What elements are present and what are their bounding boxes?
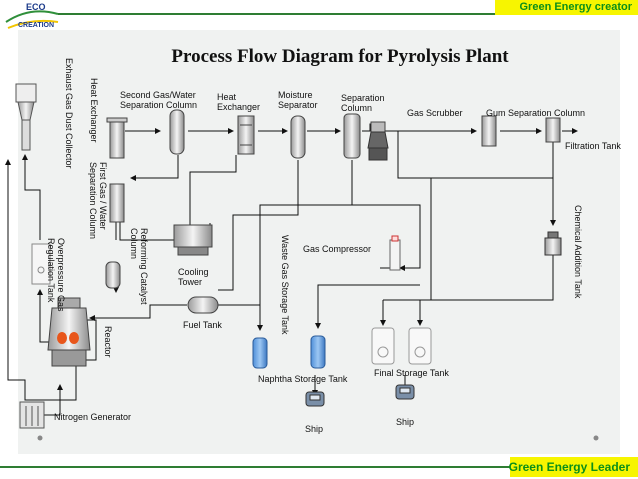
header-bar: Green Energy creator: [0, 0, 638, 26]
footer-bar: [0, 456, 638, 479]
gas-compressor-icon: [389, 235, 401, 271]
first-gas-water-separation-column-icon: [109, 183, 125, 223]
footer-tagline: Green Energy Leader: [508, 460, 630, 474]
logo: ECO CREATION: [2, 0, 60, 34]
label-gas-scrubber: Gas Scrubber: [407, 108, 463, 118]
nitrogen-generator-icon: [19, 401, 45, 429]
exhaust-gas-dust-collector-icon: [15, 83, 37, 151]
label-waste-gas-storage-tank: Waste Gas Storage Tank: [280, 235, 290, 335]
footer-highlight: [510, 457, 638, 477]
final-storage-tank-icon: [371, 327, 395, 365]
overpressure-gas-regulation-tank-icon: [31, 243, 51, 285]
flow-line: [352, 204, 421, 271]
label-ship-1: Ship: [305, 424, 324, 434]
heat-exchanger-icon: [169, 109, 185, 155]
naphtha-storage-tank-icon: [252, 337, 268, 369]
label-nitrogen-generator: Nitrogen Generator: [54, 412, 132, 422]
heat-exchanger-2-icon: [237, 115, 255, 155]
label-exhaust-gas-dust-collector: Exhaust Gas Dust Collector: [64, 58, 74, 169]
separation-column-icon: [343, 113, 361, 159]
chemical-addition-tank-icon: [544, 231, 562, 256]
gas-scrubber-icon: [367, 121, 389, 161]
diagram-title: Process Flow Diagram for Pyrolysis Plant: [171, 46, 509, 67]
label-reactor: Reactor: [103, 326, 113, 358]
logo-creation: CREATION: [18, 22, 55, 29]
flow-line: [397, 131, 553, 179]
label-gas-compressor: Gas Compressor: [303, 244, 372, 254]
cooling-tower-icon: [173, 224, 213, 256]
panel-dot: [37, 435, 43, 441]
label-chemical-addition-tank: Chemical Addition Tank: [573, 205, 583, 299]
ship-2-icon: [395, 384, 415, 400]
label-naphtha-storage-tank: Naphtha Storage Tank: [258, 374, 348, 384]
flow-line: [85, 319, 97, 361]
label-heat-exchanger-vertical: Heat Exchanger: [89, 78, 99, 143]
flow-line: [40, 384, 63, 416]
flow-line: [130, 155, 179, 181]
fuel-tank-icon: [187, 296, 219, 314]
gum-separation-column-icon: [481, 115, 497, 147]
reforming-catalyst-column-icon: [105, 261, 121, 289]
flow-line: [218, 160, 299, 291]
label-ship-2: Ship: [396, 417, 415, 427]
ship-1-icon: [305, 391, 325, 407]
label-gum-separation-column: Gum Separation Column: [486, 108, 586, 118]
flow-line: [189, 155, 237, 225]
flow-line: [431, 255, 554, 301]
panel-dot: [593, 435, 599, 441]
footer-rule: [0, 466, 638, 468]
logo-swoosh-icon: [5, 10, 59, 29]
final-storage-tank-2-icon: [408, 327, 432, 365]
naphtha-storage-tank-2-icon: [310, 335, 326, 369]
label-final-storage-tank: Final Storage Tank: [374, 368, 449, 378]
flow-line: [257, 160, 353, 331]
moisture-separator-icon: [290, 115, 306, 159]
reactor-icon: [47, 297, 91, 367]
diagram-panel: [18, 30, 620, 454]
flow-line: [5, 159, 77, 401]
label-filtration-tank: Filtration Tank: [565, 141, 621, 151]
filtration-tank-icon: [545, 117, 561, 143]
label-fuel-tank: Fuel Tank: [183, 320, 222, 330]
flow-line: [315, 284, 420, 329]
logo-eco: ECO: [26, 2, 46, 12]
header-highlight: [495, 0, 638, 15]
flow-line: [22, 154, 41, 240]
header-tagline: Green Energy creator: [519, 1, 633, 13]
header-rule: [58, 13, 638, 15]
second-gas-water-separation-column-icon: [106, 117, 128, 159]
flow-line: [89, 304, 187, 321]
